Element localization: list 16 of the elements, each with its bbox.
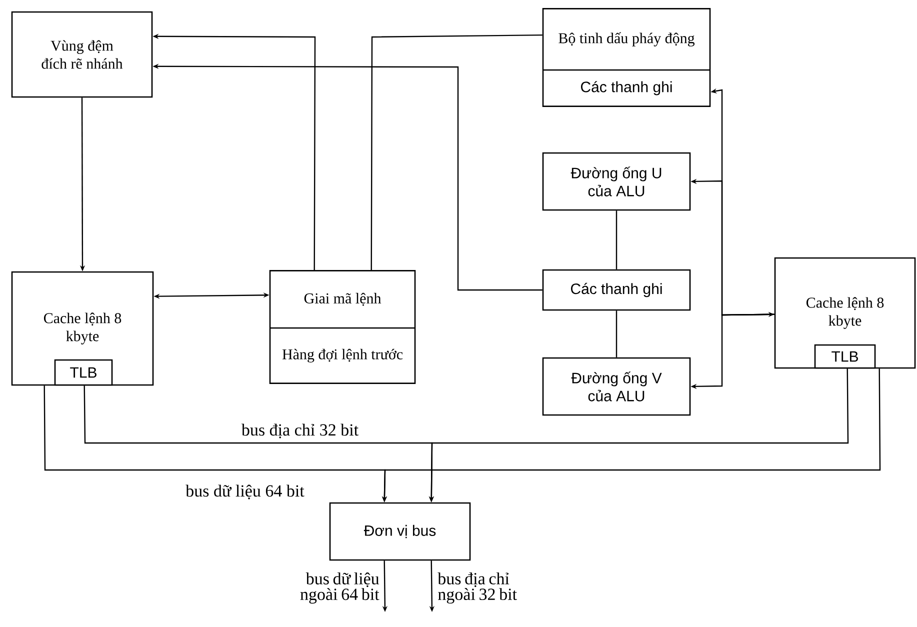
edge-label: bus dữ liệu ngoài 64 bit (300, 572, 380, 604)
pipeline-box: Đường ống V của ALU (542, 357, 691, 416)
connector-line (616, 310, 618, 358)
process-box: Bộ tinh dấu pháy động Các thanh ghi (542, 8, 711, 107)
process-box: Vùng đệm đích rẽ nhánh (11, 11, 153, 98)
bus-label: bus dữ liệu 64 bit (186, 484, 304, 500)
bus-label: bus địa chỉ 32 bit (241, 424, 358, 438)
bus-unit-box: Đơn vị bus (329, 502, 471, 561)
connector-line (616, 210, 618, 270)
connector-line (370, 34, 542, 270)
edge-label: bus địa chỉ ngoài 32 bit (438, 572, 517, 604)
tlb-box: TLB (54, 359, 113, 386)
process-box: Giai mã lệnh Hàng đợi lệnh trước (269, 270, 416, 384)
register-box: Các thanh ghi (542, 269, 691, 311)
tlb-box: TLB (814, 344, 876, 369)
pipeline-box: Đường ống U của ALU (542, 152, 691, 211)
